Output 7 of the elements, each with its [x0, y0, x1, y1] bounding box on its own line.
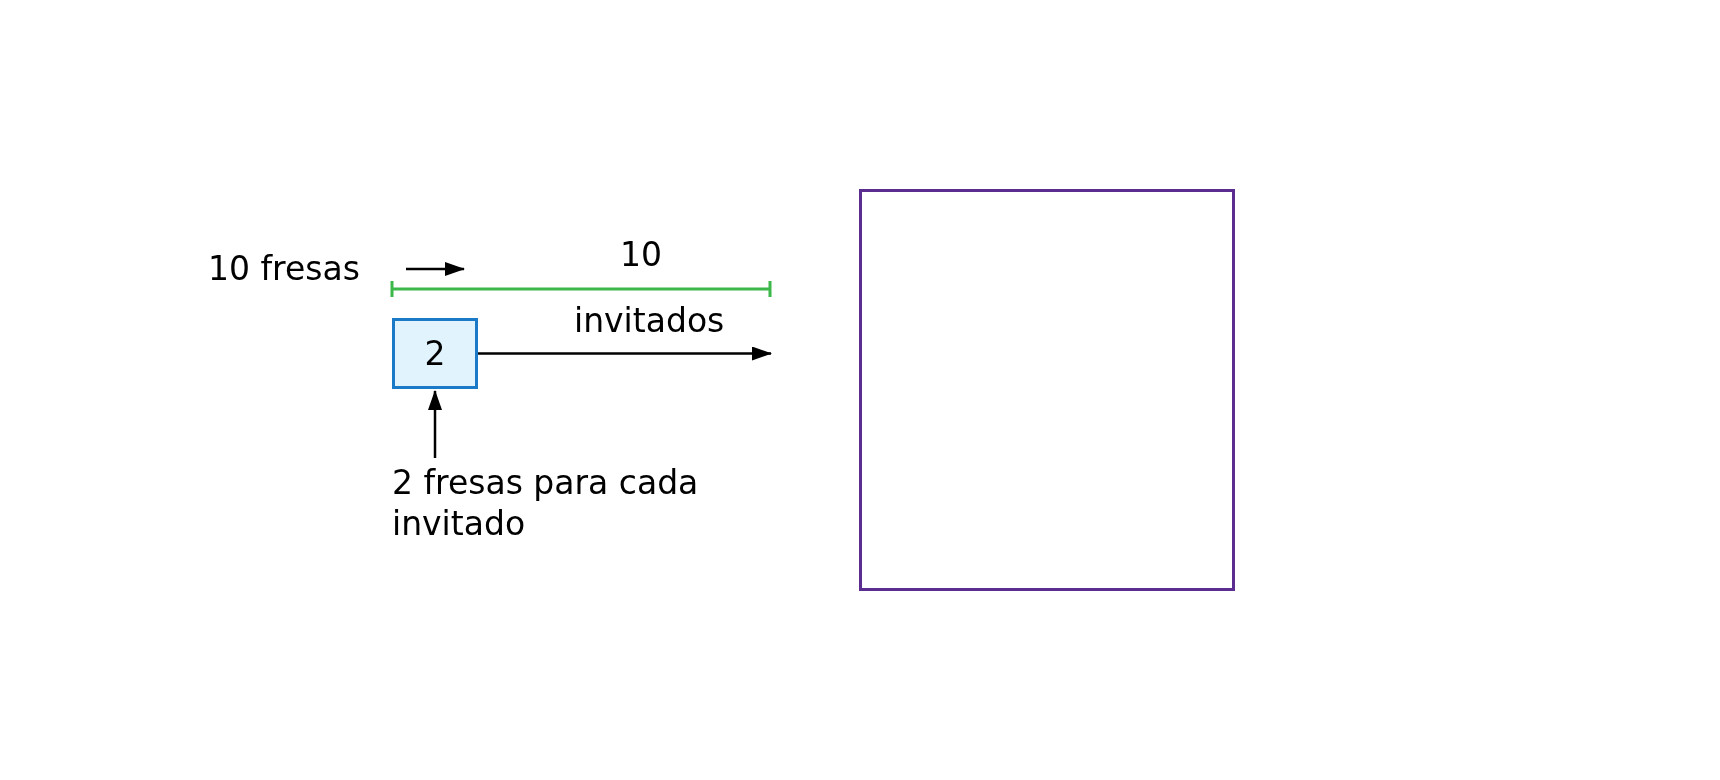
dimension-label: 10	[620, 234, 662, 276]
annotation-text: 2 fresas para cada invitado	[392, 462, 700, 545]
quantity-label: 10 fresas	[208, 248, 360, 290]
arrow	[478, 346, 772, 361]
leader-arrow	[428, 390, 442, 458]
number-box: 2	[392, 318, 478, 389]
empty-square	[859, 189, 1235, 591]
